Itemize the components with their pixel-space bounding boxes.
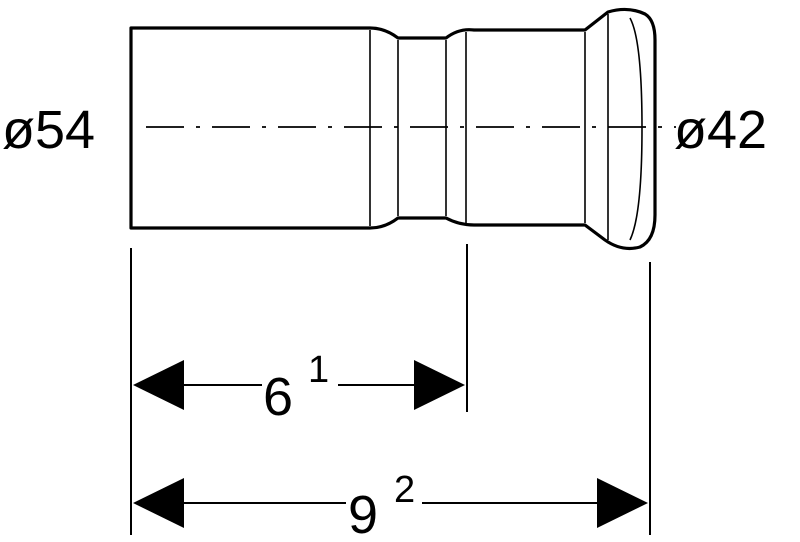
dimension-2-arrow-left: [133, 478, 184, 528]
dimension-1-arrow-left: [133, 360, 184, 410]
dimension-1-arrow-right: [414, 360, 465, 410]
dimension-1: 6 1: [133, 349, 465, 427]
dimension-2-label: 9: [348, 485, 378, 542]
dimension-1-label: 6: [263, 367, 293, 427]
fitting-outline: [129, 7, 657, 251]
dimension-2: 9 2: [133, 469, 648, 542]
socket-bead-inner: [629, 17, 643, 241]
dimension-2-arrow-right: [597, 478, 648, 528]
dimension-1-value: 6: [263, 367, 293, 427]
right-diameter-label: ø42: [674, 100, 767, 160]
dimension-2-value: 9: [348, 485, 378, 542]
dimension-2-superscript: 2: [394, 469, 415, 511]
left-diameter-label: ø54: [2, 100, 95, 160]
dimension-1-superscript: 1: [308, 349, 329, 391]
